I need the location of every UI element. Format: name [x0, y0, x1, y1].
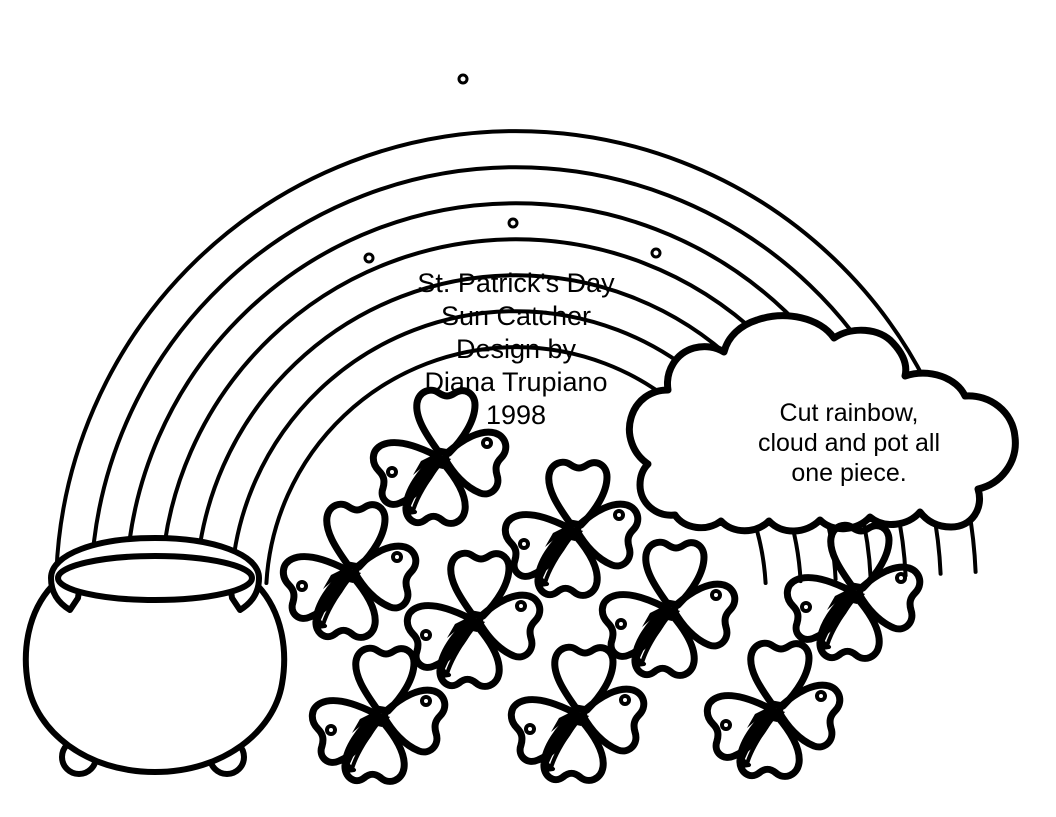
shamrock	[787, 525, 919, 658]
title-line-1: St. Patrick's Day	[417, 268, 615, 298]
pot-body	[22, 583, 288, 775]
title-line-3: Design by	[456, 334, 577, 364]
pot-rim-inner	[55, 553, 255, 603]
hanging-hole-3	[363, 252, 375, 264]
hanging-holes	[363, 73, 662, 264]
pot-of-gold	[22, 535, 288, 777]
hanging-hole-1	[457, 73, 469, 85]
hanging-hole-4	[650, 247, 662, 259]
rainbow-arcs	[54, 129, 978, 585]
shamrock	[511, 647, 643, 780]
instruction-cloud: Cut rainbow, cloud and pot all one piece…	[625, 312, 1019, 535]
cloud-text-line-1: Cut rainbow,	[780, 399, 919, 427]
shamrock	[283, 504, 415, 637]
cloud-outline	[625, 312, 1019, 535]
hanging-hole-2	[507, 217, 519, 229]
title-line-2: Sun Catcher	[441, 301, 591, 331]
design-credit-text: St. Patrick's Day Sun Catcher Design by …	[417, 268, 615, 430]
shamrock	[505, 462, 637, 595]
rainbow-arc-1	[54, 129, 978, 574]
cloud-text-line-2: cloud and pot all	[758, 429, 940, 457]
pot-rim-outer	[48, 535, 262, 613]
shamrock	[707, 643, 839, 776]
title-line-5: 1998	[486, 400, 546, 430]
cloud-text-line-3: one piece.	[791, 459, 906, 487]
